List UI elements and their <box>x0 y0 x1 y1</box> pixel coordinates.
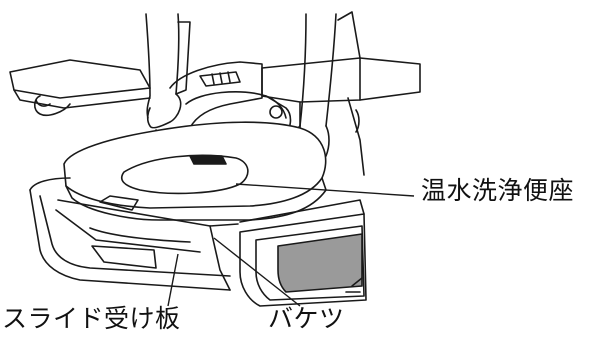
washlet-seat-label: 温水洗浄便座 <box>421 176 575 205</box>
leader-bucket <box>213 237 301 307</box>
bucket-and-plate <box>29 177 365 291</box>
washlet-seat-shape <box>63 121 327 221</box>
slide-plate-label: スライド受け板 <box>2 304 181 333</box>
leader-washlet-seat <box>235 183 415 197</box>
side-container <box>239 213 367 307</box>
leader-slide-plate <box>167 253 179 307</box>
bucket-label: バケツ <box>268 304 345 333</box>
leader-lines <box>167 183 415 307</box>
seat-back-unit <box>169 61 292 133</box>
